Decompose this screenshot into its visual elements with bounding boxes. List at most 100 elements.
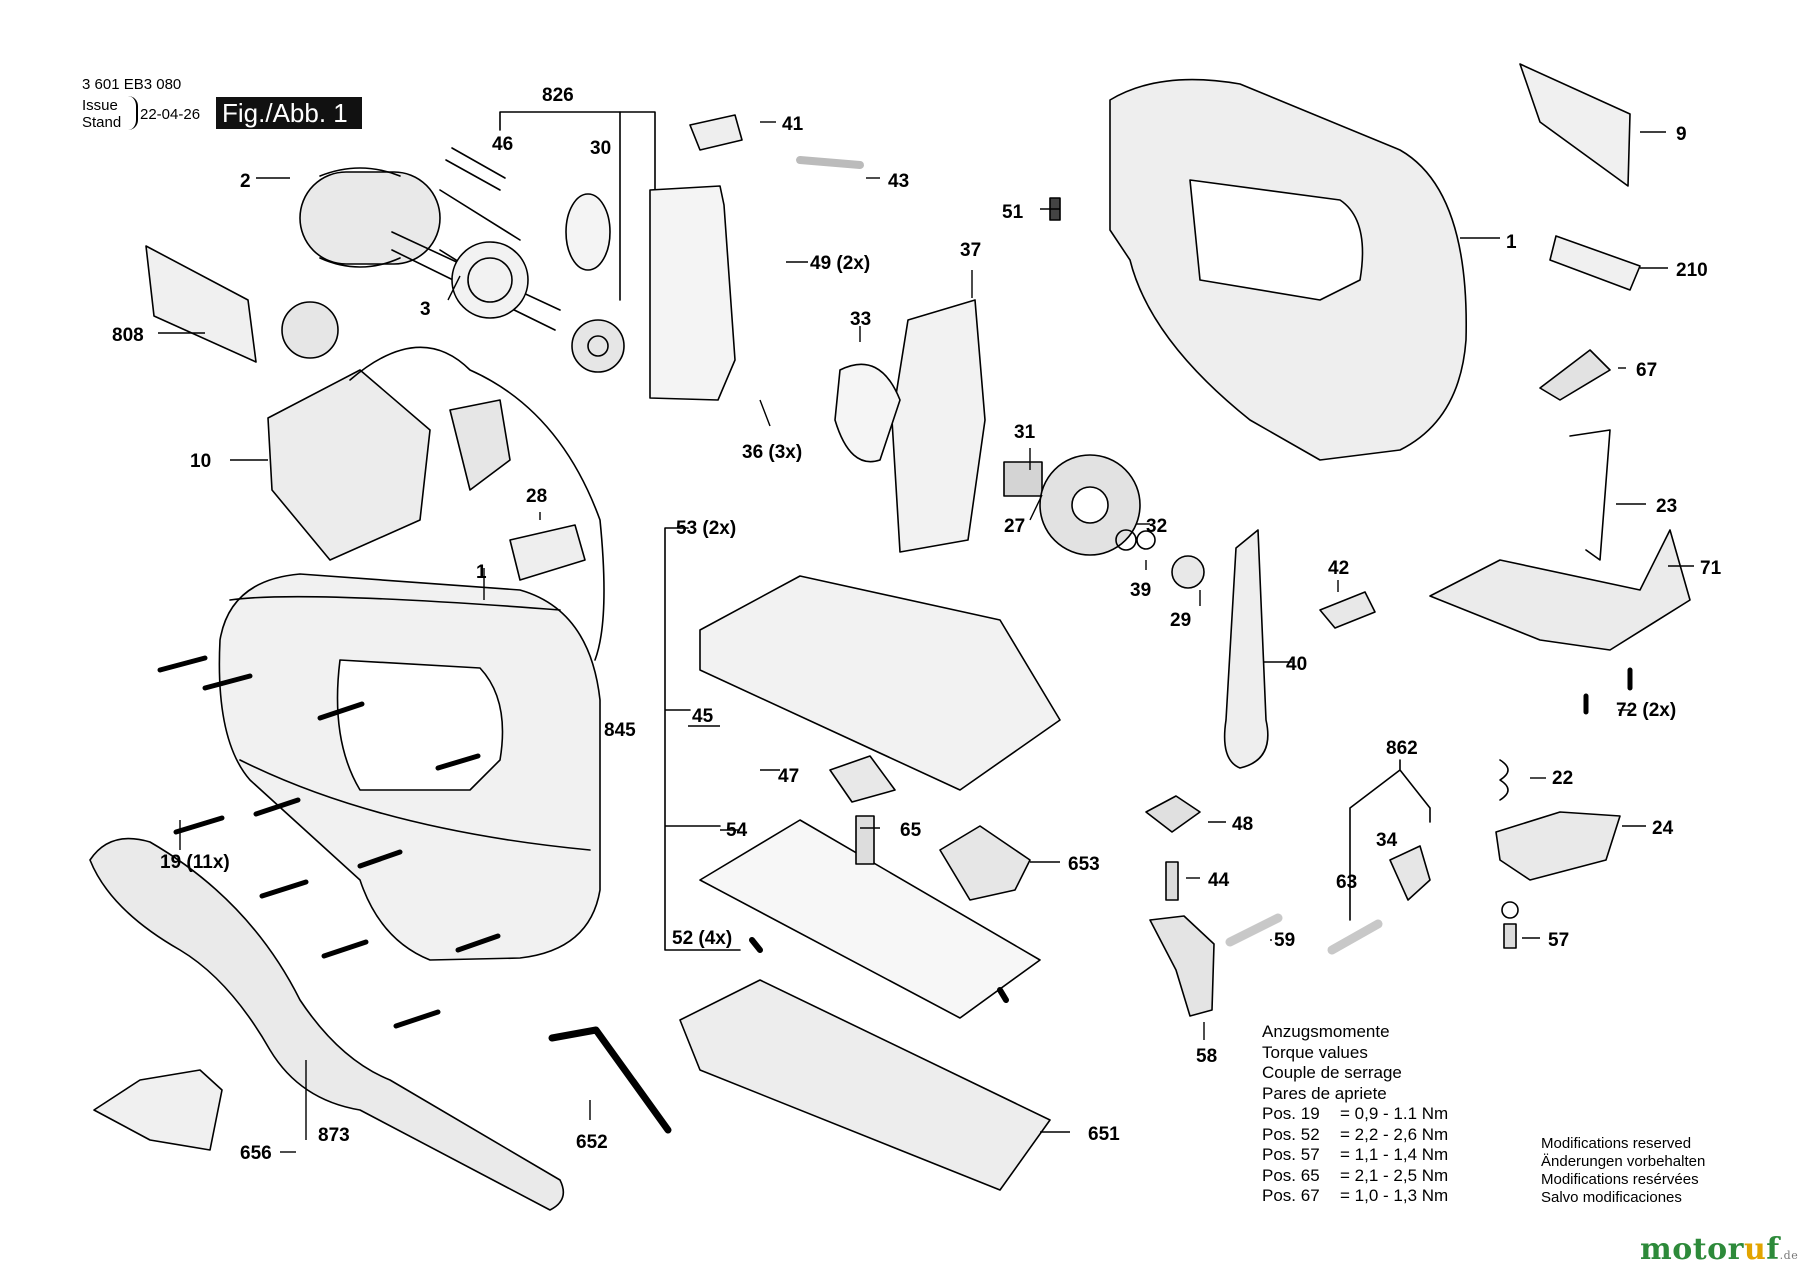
torque-values-table: Anzugsmomente Torque values Couple de se… xyxy=(1262,1022,1448,1207)
part-labels: 826 41 46 30 43 2 49 (2x) 51 37 3 808 33… xyxy=(112,85,1722,1164)
label-44: 44 xyxy=(1208,870,1230,891)
label-1-left: 1 xyxy=(476,562,487,583)
label-49: 49 (2x) xyxy=(810,253,870,274)
part-42-drawing xyxy=(1319,591,1376,629)
torque-row: Pos. 67 = 1,0 - 1,3 Nm xyxy=(1262,1186,1448,1207)
torque-value: = 2,2 - 2,6 Nm xyxy=(1340,1124,1449,1144)
label-873: 873 xyxy=(318,1125,350,1146)
label-19: 19 (11x) xyxy=(160,852,230,873)
part-guard-71-drawing xyxy=(1429,529,1691,651)
screws-52-drawing xyxy=(749,937,1009,1003)
part-bolt-65-drawing xyxy=(855,815,875,865)
modifications-line-en: Modifications reserved xyxy=(1541,1135,1692,1152)
part-59-drawing xyxy=(1225,913,1283,947)
torque-pos: Pos. 52 xyxy=(1262,1124,1320,1144)
label-651: 651 xyxy=(1088,1124,1120,1145)
label-32: 32 xyxy=(1146,516,1167,537)
label-47: 47 xyxy=(778,766,799,787)
part-suction-adapter-drawing xyxy=(89,837,565,1211)
label-29: 29 xyxy=(1170,610,1191,631)
label-37: 37 xyxy=(960,240,981,261)
torque-pos: Pos. 19 xyxy=(1262,1104,1320,1123)
torque-value: = 1,1 - 1,4 Nm xyxy=(1340,1145,1449,1164)
part-clip-drawing xyxy=(689,114,743,151)
label-826: 826 xyxy=(542,85,574,106)
label-42: 42 xyxy=(1328,558,1349,579)
figure-badge: Fig./Abb. 1 xyxy=(216,97,362,129)
label-28: 28 xyxy=(526,486,547,507)
torque-value: = 1,0 - 1,3 Nm xyxy=(1340,1186,1449,1205)
torque-row: Pos. 52 = 2,2 - 2,6 Nm xyxy=(1262,1125,1448,1146)
part-housing-right-drawing xyxy=(1109,78,1468,461)
logo-tld-text: .de xyxy=(1779,1249,1799,1262)
label-36: 36 (3x) xyxy=(742,442,802,463)
part-spring-22-drawing xyxy=(1499,759,1509,801)
torque-title-de: Anzugsmomente xyxy=(1262,1022,1390,1041)
part-housing-left-drawing xyxy=(218,573,601,961)
logo-end-text: f xyxy=(1766,1232,1780,1267)
label-46: 46 xyxy=(492,134,513,155)
label-53: 53 (2x) xyxy=(676,518,736,539)
part-34-drawing xyxy=(1389,845,1431,901)
part-plate-54-drawing xyxy=(699,819,1041,1019)
torque-row: Pos. 65 = 2,1 - 2,5 Nm xyxy=(1262,1166,1448,1187)
label-71: 71 xyxy=(1700,558,1722,579)
modifications-line-de: Änderungen vorbehalten xyxy=(1541,1153,1706,1170)
screws-19-drawing xyxy=(157,655,501,1029)
part-label-9-drawing xyxy=(1519,63,1631,187)
part-47-drawing xyxy=(829,755,896,803)
part-label-210-drawing xyxy=(1549,235,1641,291)
label-653: 653 xyxy=(1068,854,1100,875)
part-armature-drawing xyxy=(391,231,561,331)
bracket-845 xyxy=(664,527,741,951)
part-gear-housing-drawing xyxy=(649,185,736,401)
header-brace xyxy=(128,96,138,130)
part-rod-drawing xyxy=(796,156,864,169)
label-63: 63 xyxy=(1336,872,1357,893)
torque-value: = 0,9 - 1.1 Nm xyxy=(1340,1104,1449,1123)
screws-72-drawing xyxy=(1583,667,1633,715)
label-39: 39 xyxy=(1130,580,1151,601)
label-34: 34 xyxy=(1376,830,1398,851)
torque-row: Pos. 19 = 0,9 - 1.1 Nm xyxy=(1262,1104,1448,1125)
part-knob-67-drawing xyxy=(1539,349,1611,401)
part-29-drawing xyxy=(1171,555,1205,589)
part-24-drawing xyxy=(1495,811,1621,881)
torque-pos: Pos. 65 xyxy=(1262,1165,1320,1185)
label-30: 30 xyxy=(590,138,611,159)
bracket-826 xyxy=(499,111,656,229)
leader-lines xyxy=(158,121,1694,1153)
logo-main-text: motor xyxy=(1640,1232,1744,1267)
label-59: 59 xyxy=(1274,930,1295,951)
label-57: 57 xyxy=(1548,930,1569,951)
torque-value: = 2,1 - 2,5 Nm xyxy=(1340,1165,1449,1185)
part-cover-656-drawing xyxy=(93,1069,223,1151)
label-65: 65 xyxy=(900,820,922,841)
label-2: 2 xyxy=(240,171,251,192)
motoruf-logo[interactable]: motoruf.de xyxy=(1640,1232,1798,1267)
part-pin-drawing xyxy=(445,147,506,191)
label-48: 48 xyxy=(1232,814,1253,835)
part-hex-key-drawing xyxy=(548,1026,672,1134)
part-switch-drawing xyxy=(449,399,511,491)
modifications-line-fr: Modifications resérvées xyxy=(1541,1171,1699,1188)
bracket-862 xyxy=(1349,759,1431,921)
part-48-drawing xyxy=(1145,795,1201,833)
part-28-drawing xyxy=(509,524,586,581)
label-9: 9 xyxy=(1676,124,1687,145)
part-33-drawing xyxy=(834,363,901,463)
label-45: 45 xyxy=(692,706,714,727)
part-wire-23-drawing xyxy=(1569,429,1611,561)
label-1-right: 1 xyxy=(1506,232,1517,253)
part-653-drawing xyxy=(939,825,1031,901)
label-54: 54 xyxy=(726,820,748,841)
part-lifter-drawing xyxy=(1223,529,1269,769)
label-58: 58 xyxy=(1196,1046,1217,1067)
part-plate-37-drawing xyxy=(891,299,986,553)
stand-label: Stand xyxy=(82,114,122,131)
issue-label: Issue xyxy=(82,97,118,114)
label-67: 67 xyxy=(1636,360,1657,381)
part-63-drawing xyxy=(1327,919,1383,955)
